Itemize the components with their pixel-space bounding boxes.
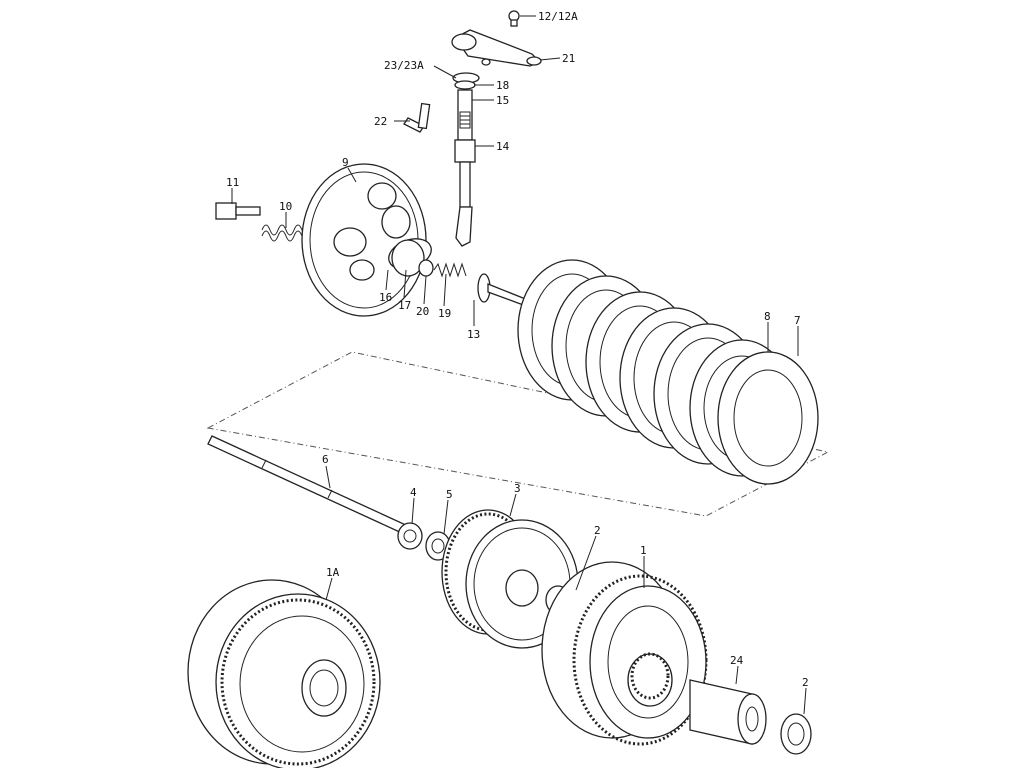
- callout-4: 4: [410, 486, 417, 499]
- callout-21: 21: [562, 52, 575, 65]
- clutch-basket-1a: [187, 579, 381, 768]
- lever-arm-21: [451, 29, 542, 67]
- callout-23-23a: 23/23A: [384, 59, 424, 72]
- callout-22: 22: [374, 115, 387, 128]
- callout-2-lower: 2: [802, 676, 809, 689]
- bolt-11: [215, 202, 261, 220]
- callout-labels: 12/12A 21 23/23A 18 15 22 14 9 11 10 16 …: [226, 10, 809, 689]
- callout-17: 17: [398, 299, 411, 312]
- callout-14: 14: [496, 140, 510, 153]
- leader-lines: [231, 15, 807, 715]
- bearing-17: [391, 239, 425, 277]
- clutch-plate-stack: [517, 259, 819, 485]
- callout-5: 5: [446, 488, 453, 501]
- callout-18: 18: [496, 79, 509, 92]
- nut-4: [397, 522, 423, 550]
- washer-20: [418, 259, 434, 277]
- sleeve-24: [689, 679, 767, 745]
- pressure-plate-9: [301, 163, 432, 317]
- screw-12: [508, 10, 520, 27]
- plate-group-outline: [206, 351, 830, 517]
- bolt-22: [403, 102, 431, 133]
- callout-11: 11: [226, 176, 239, 189]
- callout-15: 15: [496, 94, 509, 107]
- callout-12-12a: 12/12A: [538, 10, 578, 23]
- shaft-6: [207, 435, 409, 535]
- callout-16: 16: [379, 291, 392, 304]
- callout-3: 3: [514, 482, 521, 495]
- pushrod-13: [477, 273, 529, 307]
- spring-19: [433, 262, 467, 278]
- callout-10: 10: [279, 200, 292, 213]
- callout-19: 19: [438, 307, 451, 320]
- callout-7: 7: [794, 314, 801, 327]
- washer-18: [454, 80, 476, 90]
- callout-2-upper: 2: [594, 524, 601, 537]
- release-shaft-14: [454, 89, 476, 247]
- callout-20: 20: [416, 305, 429, 318]
- washer-2-b: [780, 713, 812, 755]
- clutch-basket-1: [541, 561, 708, 746]
- callout-13: 13: [467, 328, 480, 341]
- callout-6: 6: [322, 453, 329, 466]
- callout-1: 1: [640, 544, 647, 557]
- callout-1a: 1A: [326, 566, 340, 579]
- callout-24: 24: [730, 654, 744, 667]
- callout-8: 8: [764, 310, 771, 323]
- callout-9: 9: [342, 156, 349, 169]
